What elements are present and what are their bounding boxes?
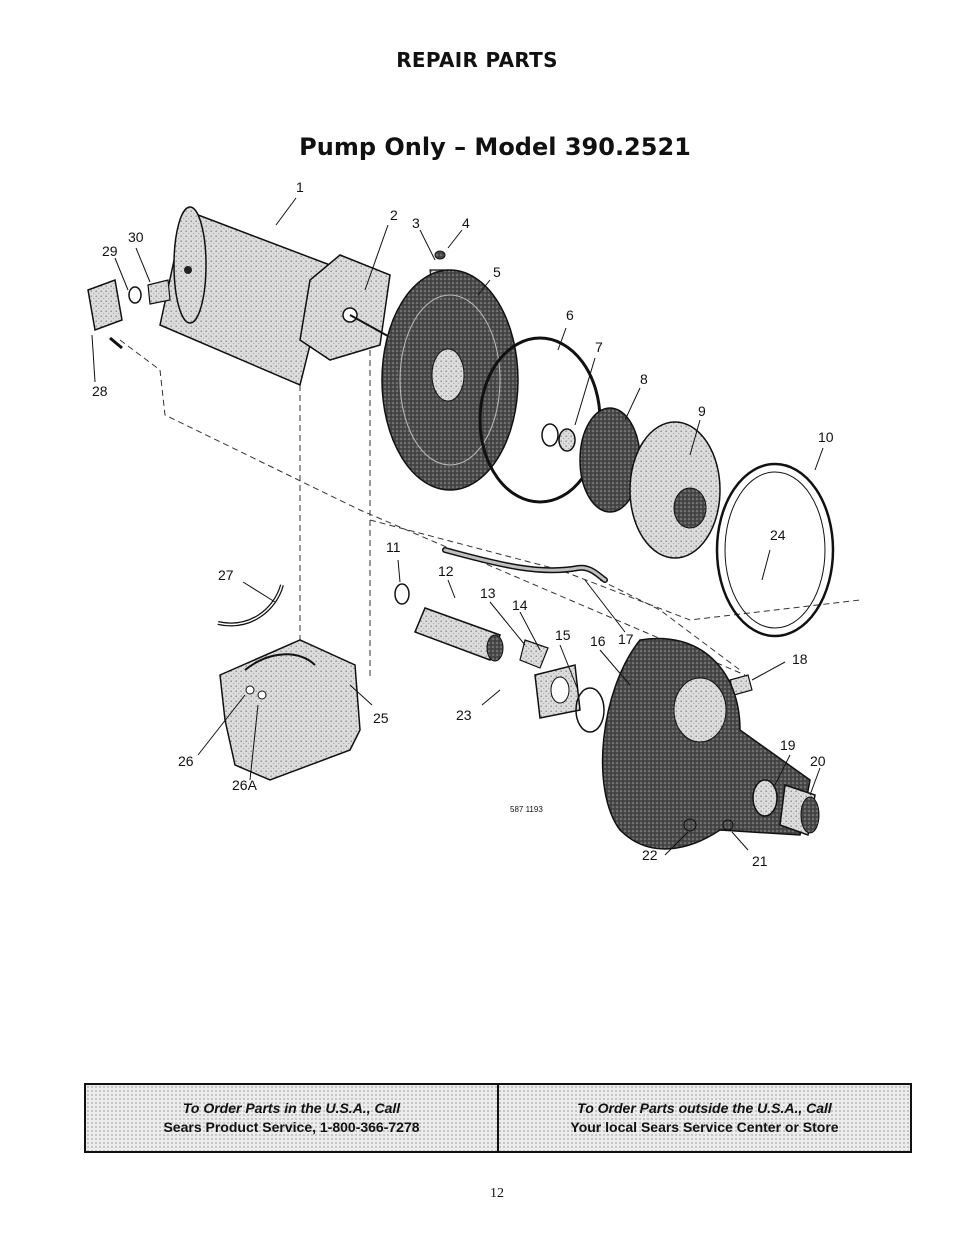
diffuser [629, 421, 721, 559]
callout-29: 29 [102, 243, 118, 259]
callout-24: 24 [770, 527, 786, 543]
callout-18: 18 [792, 651, 808, 667]
order-usa-cell: To Order Parts in the U.S.A., Call Sears… [86, 1085, 497, 1151]
shaft-seal [541, 423, 576, 452]
callout-12: 12 [438, 563, 454, 579]
nozzle [519, 639, 549, 669]
pump-illustration: 1 2 3 4 5 6 7 8 9 10 11 12 13 14 15 16 1… [87, 179, 861, 869]
callout-7: 7 [595, 339, 603, 355]
page-number: 12 [490, 1186, 504, 1201]
callout-1: 1 [296, 179, 304, 195]
order-parts-box: To Order Parts in the U.S.A., Call Sears… [84, 1083, 912, 1153]
callout-26a: 26A [232, 777, 258, 793]
callout-14: 14 [512, 597, 528, 613]
callout-30: 30 [128, 229, 144, 245]
callout-6: 6 [566, 307, 574, 323]
pressure-tube [442, 547, 608, 583]
motor [159, 206, 331, 387]
callout-25: 25 [373, 710, 389, 726]
callout-26: 26 [178, 753, 194, 769]
pressure-switch [87, 278, 171, 350]
callout-2: 2 [390, 207, 398, 223]
order-outside-cell: To Order Parts outside the U.S.A., Call … [497, 1085, 910, 1151]
clamp-ring [715, 462, 835, 638]
callout-9: 9 [698, 403, 706, 419]
callout-21: 21 [752, 853, 768, 869]
leader-lines [91, 197, 824, 856]
callout-19: 19 [780, 737, 796, 753]
small-o-ring [394, 583, 410, 605]
seal-plate [381, 269, 519, 491]
order-outside-line2: Your local Sears Service Center or Store [570, 1119, 839, 1135]
callout-23: 23 [456, 707, 472, 723]
callout-20: 20 [810, 753, 826, 769]
cover-plate [534, 664, 581, 719]
order-usa-line1: To Order Parts in the U.S.A., Call [182, 1100, 401, 1116]
callout-28: 28 [92, 383, 108, 399]
base [219, 639, 361, 781]
pump-exploded-diagram: 1 2 3 4 5 6 7 8 9 10 11 12 13 14 15 16 1… [0, 170, 954, 890]
callout-8: 8 [640, 371, 648, 387]
drain-plug-22 [683, 818, 697, 832]
page-header: REPAIR PARTS [396, 48, 558, 72]
venturi-tube [414, 607, 504, 662]
callout-11: 11 [386, 539, 401, 555]
order-outside-line1: To Order Parts outside the U.S.A., Call [577, 1100, 832, 1116]
callout-22: 22 [642, 847, 658, 863]
callout-15: 15 [555, 627, 571, 643]
drain-plug-21 [722, 819, 734, 831]
callout-5: 5 [493, 264, 501, 280]
gasket [575, 687, 605, 733]
order-usa-line2: Sears Product Service, 1-800-366-7278 [163, 1119, 420, 1135]
callout-labels: 1 2 3 4 5 6 7 8 9 10 11 12 13 14 15 16 1… [92, 179, 834, 869]
pump-body [601, 637, 811, 850]
callout-4: 4 [462, 215, 470, 231]
assembly-guide-lines [119, 339, 861, 680]
callout-16: 16 [590, 633, 606, 649]
drawing-code: 587 1193 [510, 805, 543, 814]
page-subtitle: Pump Only – Model 390.2521 [299, 133, 691, 161]
outlet-coupling [752, 779, 820, 837]
callout-13: 13 [480, 585, 496, 601]
callout-27: 27 [218, 567, 234, 583]
callout-10: 10 [818, 429, 834, 445]
callout-17: 17 [618, 631, 634, 647]
callout-3: 3 [412, 215, 420, 231]
